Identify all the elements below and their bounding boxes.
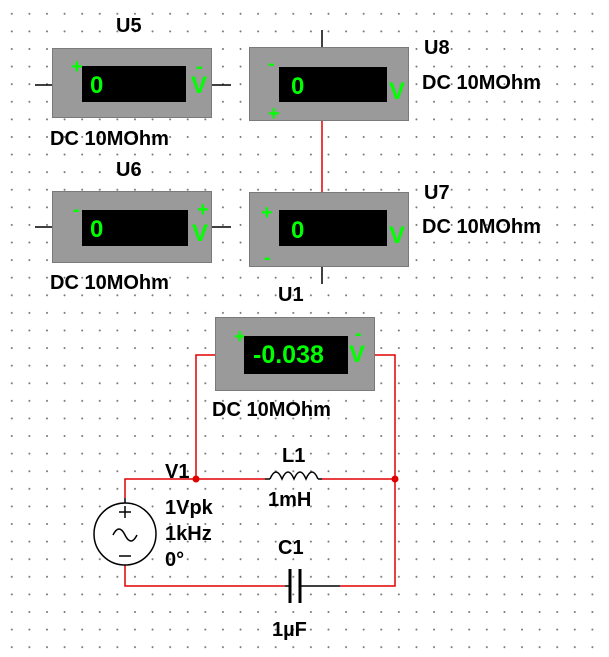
bottom-left-wire (124, 565, 285, 587)
u1-unit: V (349, 341, 366, 368)
voltmeter-u7[interactable]: + - 0 V (249, 192, 409, 269)
u7-plus-sign: + (261, 202, 273, 224)
u1-reading: -0.038 (253, 341, 324, 369)
u6-reading: 0 (90, 216, 104, 243)
u6-name: U6 (116, 159, 142, 181)
u1-plus-sign: + (234, 326, 246, 348)
u7-reading: 0 (291, 217, 305, 244)
u5-name: U5 (116, 15, 142, 37)
voltmeter-u6[interactable]: - + 0 V (52, 191, 212, 263)
top-left-wire (124, 478, 265, 498)
u6-mode: DC 10MOhm (50, 272, 169, 294)
u8-reading: 0 (291, 73, 305, 100)
u5-plus-sign: + (71, 56, 83, 78)
voltmeter-u5[interactable]: + - 0 V (52, 48, 212, 118)
u7-mode: DC 10MOhm (422, 216, 541, 238)
u8-display: 0 (279, 67, 387, 102)
u8-unit: V (389, 78, 406, 105)
u6-plus-sign: + (197, 199, 209, 221)
junction-left (192, 475, 200, 483)
capacitor-symbol (285, 569, 340, 603)
u7-display: 0 (279, 210, 387, 246)
voltmeter-u8[interactable]: - + 0 V (249, 47, 409, 125)
v1-frequency: 1kHz (165, 523, 212, 545)
u6-display: 0 (82, 210, 188, 246)
junction-right (391, 475, 399, 483)
u8-minus-sign: - (268, 53, 275, 75)
v1-name: V1 (165, 461, 190, 483)
u7-minus-sign: - (264, 247, 271, 269)
l1-value: 1mH (268, 489, 312, 511)
u8-plus-sign: + (268, 103, 280, 125)
u5-display: 0 (82, 66, 186, 102)
inductor-symbol (265, 471, 322, 481)
ac-source-symbol (93, 498, 157, 566)
u8-mode: DC 10MOhm (422, 72, 541, 94)
u5-unit: V (191, 72, 208, 99)
l1-name: L1 (282, 445, 306, 467)
u1-mode: DC 10MOhm (212, 399, 331, 421)
u5-reading: 0 (90, 72, 104, 99)
u1-left-wire (195, 354, 215, 479)
u7-unit: V (389, 222, 406, 249)
u6-minus-sign: - (73, 199, 80, 221)
u1-display: -0.038 (244, 336, 348, 374)
u1-name: U1 (278, 284, 304, 306)
u7-name: U7 (424, 182, 450, 204)
u8-name: U8 (424, 37, 450, 59)
c1-value: 1µF (272, 619, 307, 641)
u1-minus-sign: - (355, 323, 362, 345)
u1-right-wire (340, 354, 396, 587)
c1-name: C1 (278, 537, 304, 559)
v1-phase: 0° (165, 549, 185, 571)
u5-minus-sign: - (196, 56, 203, 78)
u5-mode: DC 10MOhm (50, 128, 169, 150)
v1-amplitude: 1Vpk (165, 497, 213, 519)
u6-unit: V (192, 220, 209, 247)
voltmeter-u1[interactable]: + - -0.038 V (215, 317, 375, 391)
